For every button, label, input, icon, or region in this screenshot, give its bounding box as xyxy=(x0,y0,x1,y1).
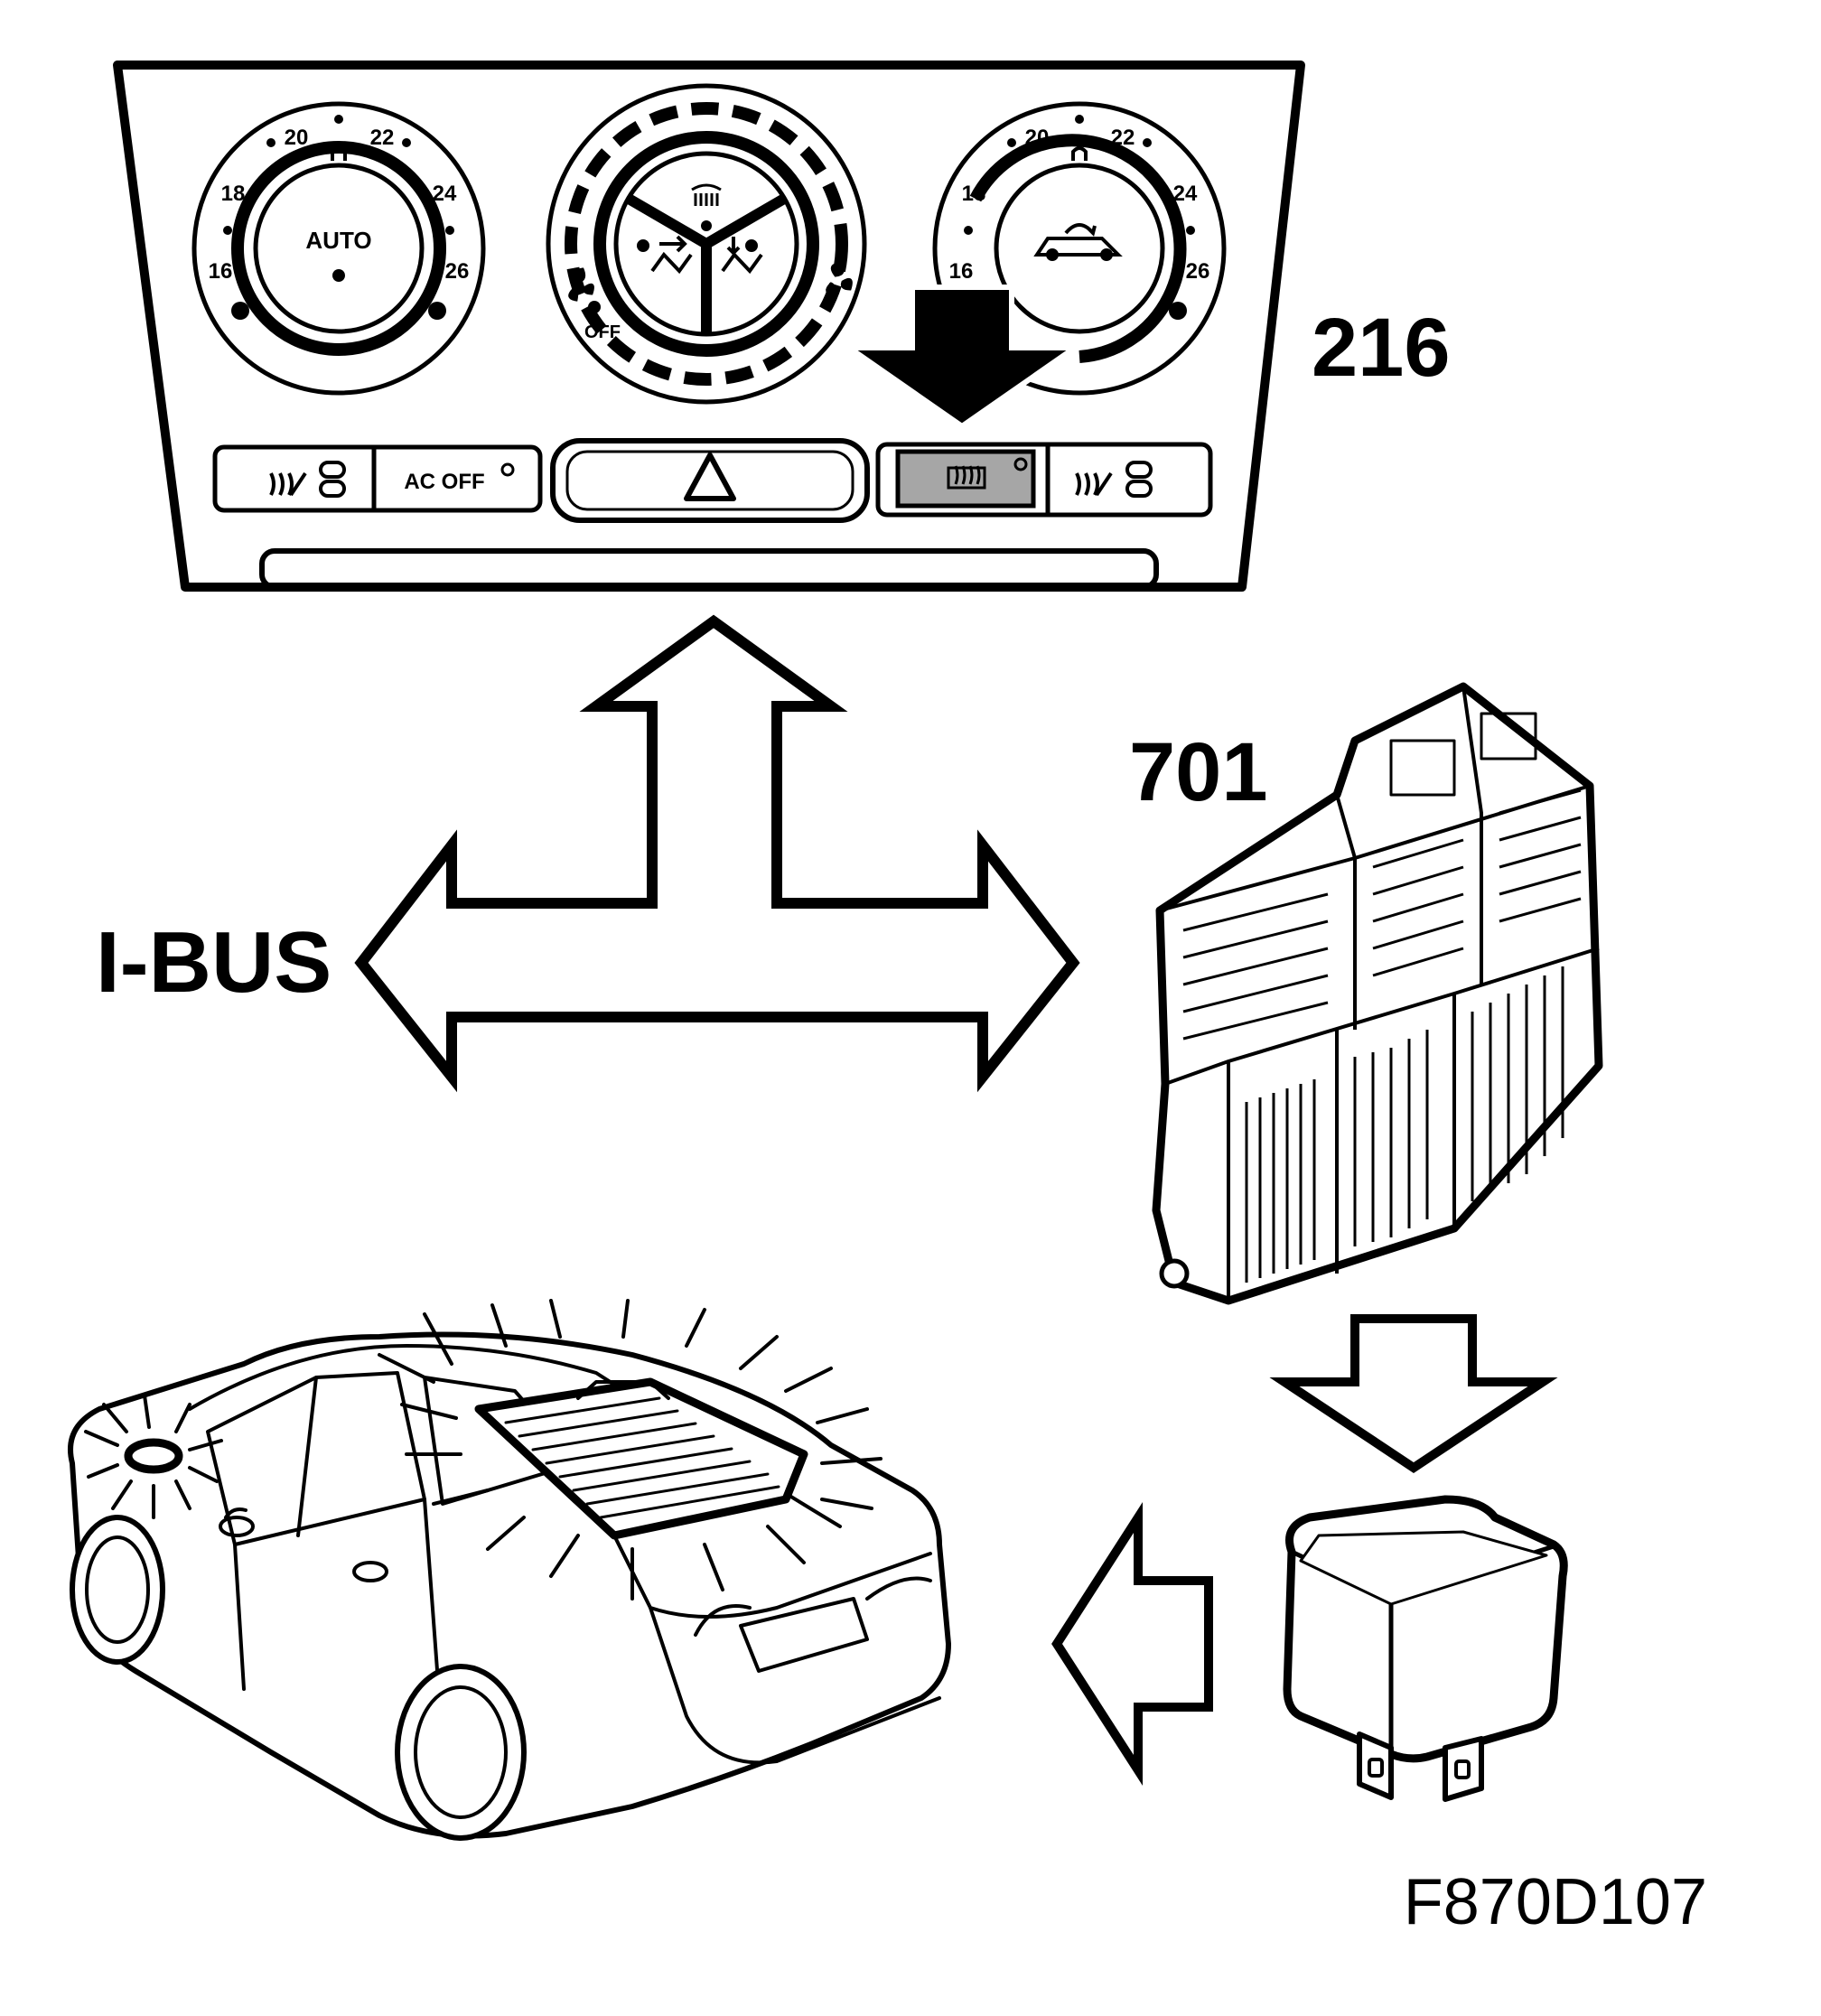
left-dial-scale-24: 24 xyxy=(433,182,457,206)
relay-to-car-arrow xyxy=(1051,1501,1213,1787)
left-dial-auto-label: AUTO xyxy=(305,227,371,254)
heated-seat-icon xyxy=(269,461,346,498)
left-dial-scale-22: 22 xyxy=(370,126,395,150)
right-dial-scale-20: 20 xyxy=(1025,126,1050,150)
air-vent-icon xyxy=(721,237,763,275)
fan-distribution-dial[interactable] xyxy=(546,83,867,405)
left-dial-scale-16: 16 xyxy=(209,259,233,284)
hazard-triangle-icon xyxy=(684,453,736,501)
rear-defrost-relay xyxy=(1283,1495,1568,1802)
air-vent-icon xyxy=(637,235,693,275)
fan-icon xyxy=(826,262,853,296)
right-temperature-dial[interactable] xyxy=(932,101,1227,396)
left-dial-scale-26: 26 xyxy=(445,259,470,284)
right-dial-scale-22: 22 xyxy=(1111,126,1135,150)
fan-icon xyxy=(568,267,594,302)
recirculation-icon xyxy=(1033,223,1123,261)
heated-seat-button-left[interactable] xyxy=(269,461,346,498)
ac-off-button[interactable]: AC OFF xyxy=(404,462,515,494)
right-dial-scale-26: 26 xyxy=(1186,259,1210,284)
rear-defrost-icon xyxy=(947,465,986,490)
fan-dial-off-label: OFF xyxy=(584,322,621,342)
ibus-label: I-BUS xyxy=(96,914,332,1011)
left-temperature-dial[interactable] xyxy=(191,101,486,396)
windscreen-defrost-icon xyxy=(691,183,722,206)
hazard-button[interactable] xyxy=(684,453,736,501)
heated-seat-button-right[interactable] xyxy=(1075,461,1153,498)
right-dial-scale-24: 24 xyxy=(1173,182,1198,206)
right-dial-scale-16: 16 xyxy=(949,259,974,284)
central-module-reference: 701 xyxy=(1129,726,1268,818)
pointer-arrow xyxy=(840,285,1084,430)
central-electrical-module xyxy=(1152,682,1603,1305)
rear-defrost-indicator xyxy=(1013,457,1028,471)
heated-seat-icon xyxy=(1075,461,1153,498)
control-panel-reference: 216 xyxy=(1312,302,1451,394)
module-to-relay-arrow xyxy=(1269,1314,1558,1474)
ac-off-label: AC OFF xyxy=(404,470,484,494)
figure-id: F870D107 xyxy=(1404,1866,1707,1938)
ibus-arrow xyxy=(354,614,1080,1093)
right-dial-scale-18: 18 xyxy=(962,182,986,206)
rear-defrost-button[interactable] xyxy=(895,449,1036,509)
button-row xyxy=(212,438,1213,523)
car-rear-view xyxy=(68,1299,951,1841)
left-dial-scale-20: 20 xyxy=(285,126,309,150)
left-dial-scale-18: 18 xyxy=(221,182,246,206)
ac-off-indicator xyxy=(500,462,515,477)
climate-control-panel: AUTO 16 18 20 22 24 26 xyxy=(113,61,1305,592)
